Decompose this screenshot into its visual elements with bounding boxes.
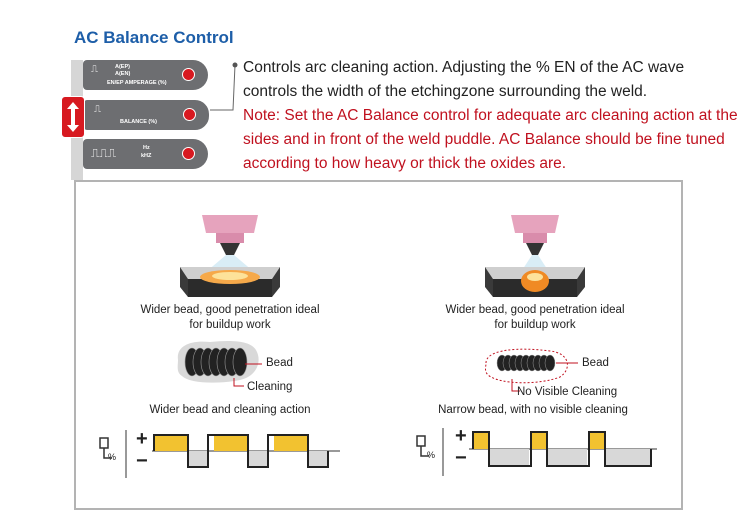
up-down-arrow-icon xyxy=(67,102,79,132)
frequency-led-indicator xyxy=(182,147,195,160)
amperage-sub-b: A(EN) xyxy=(115,71,131,77)
right-bead-illustration xyxy=(485,348,578,392)
balance-led-indicator xyxy=(183,108,196,121)
left-caption: Wider bead, good penetration ideal for b… xyxy=(140,304,320,331)
left-bead-label: Bead xyxy=(266,357,293,369)
right-bead-label: Bead xyxy=(582,357,609,369)
amperage-wave-icon: ⎍ xyxy=(91,64,98,75)
balance-wave-icon: ⎍ xyxy=(94,104,101,115)
freq-label-khz: kHZ xyxy=(141,153,152,159)
amperage-label: EN/EP AMPERAGE (%) xyxy=(107,80,167,86)
freq-label-hz: Hz xyxy=(143,145,150,151)
left-waveform xyxy=(99,430,340,478)
amperage-sub-a: A(EP) xyxy=(115,64,130,70)
right-waveform xyxy=(416,428,657,476)
left-minus-sign: − xyxy=(136,450,148,472)
right-torch-illustration xyxy=(485,215,585,297)
adjust-toggle-button[interactable] xyxy=(61,96,85,138)
left-bead-illustration xyxy=(177,340,262,387)
balance-label: BALANCE (%) xyxy=(120,119,157,125)
right-summary: Narrow bead, with no visible cleaning xyxy=(438,404,628,416)
balance-control[interactable]: ⎍ BALANCE (%) xyxy=(83,99,210,131)
right-plus-sign: + xyxy=(455,425,467,447)
description-text: Controls arc cleaning action. Adjusting … xyxy=(243,59,685,100)
left-cleaning-label: Cleaning xyxy=(247,381,293,393)
frequency-control[interactable]: ⎍⎍⎍ Hz kHZ xyxy=(83,139,208,169)
pulse-wave-icon: ⎍⎍⎍ xyxy=(91,146,117,160)
page-title: AC Balance Control xyxy=(74,28,234,47)
leader-line xyxy=(210,62,238,111)
left-summary: Wider bead and cleaning action xyxy=(149,404,311,416)
left-torch-illustration xyxy=(180,215,280,297)
left-plus-sign: + xyxy=(136,428,148,450)
description-block: Controls arc cleaning action. Adjusting … xyxy=(243,56,738,176)
right-caption: Wider bead, good penetration ideal for b… xyxy=(445,304,625,331)
amperage-control[interactable]: ⎍ A(EP) A(EN) EN/EP AMPERAGE (%) xyxy=(83,60,208,90)
right-cleaning-label: No Visible Cleaning xyxy=(517,386,618,398)
amperage-led-indicator xyxy=(182,68,195,81)
right-percent-label: % xyxy=(427,450,436,460)
left-percent-label: % xyxy=(108,452,117,462)
right-minus-sign: − xyxy=(455,447,467,469)
note-text: Note: Set the AC Balance control for ade… xyxy=(243,107,738,172)
